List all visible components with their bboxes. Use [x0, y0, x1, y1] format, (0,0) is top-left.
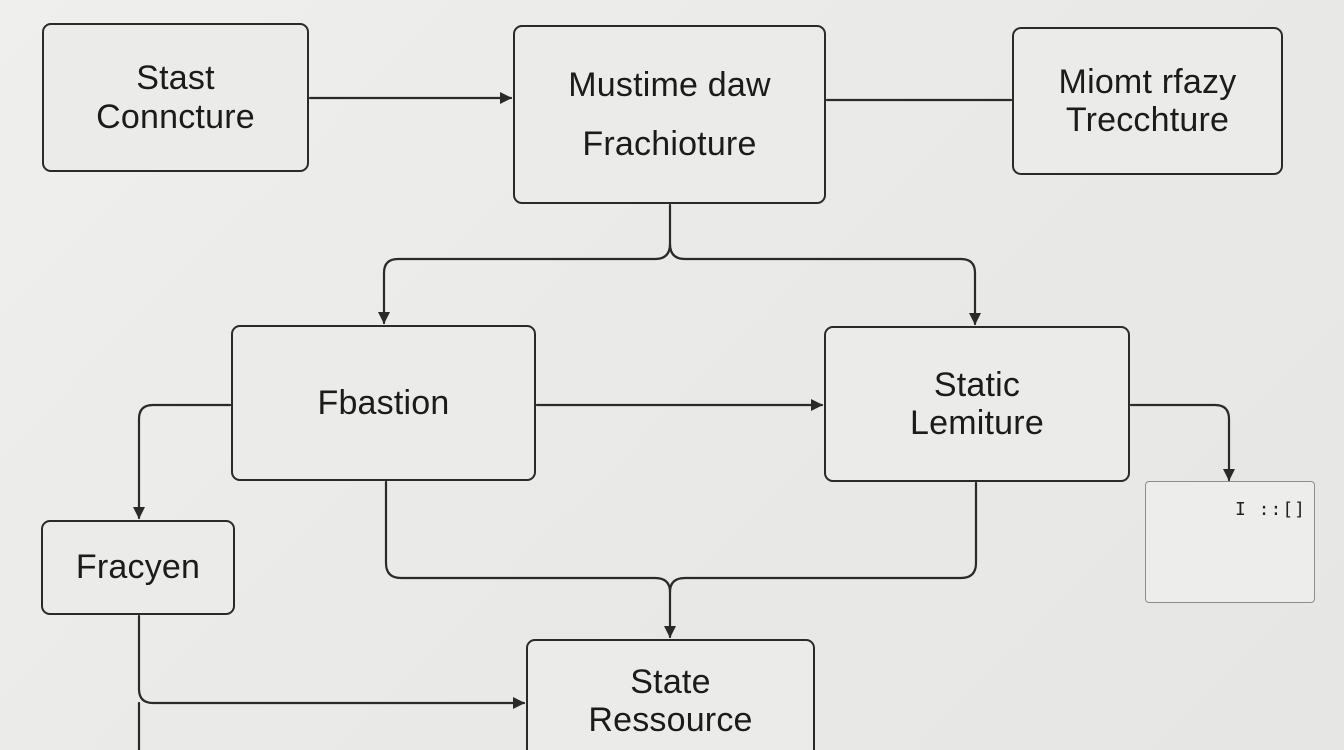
node-mustime-daw: Mustime daw Frachioture	[513, 25, 826, 204]
node-stast-conncture: Stast Conncture	[42, 23, 309, 172]
node-state-ressource: State Ressource	[526, 639, 815, 750]
node-label: Static Lemiture	[910, 365, 1044, 442]
node-fbastion: Fbastion	[231, 325, 536, 481]
node-label: Stast Conncture	[96, 59, 255, 136]
edge-main-to-fbastion	[378, 203, 672, 325]
node-fracyen: Fracyen	[41, 520, 235, 615]
edge-fbastion-to-state	[384, 480, 676, 639]
node-label: Fracyen	[75, 548, 201, 587]
edge-fracyen-to-state	[137, 614, 526, 709]
edge-main-to-static	[668, 242, 981, 326]
node-label: Mustime daw Frachioture	[568, 66, 771, 163]
edge-static-to-small	[1129, 403, 1235, 482]
node-label: State Ressource	[588, 663, 753, 740]
edge-static-to-state	[668, 481, 978, 594]
edge-fbastion-to-fracyen	[133, 403, 232, 520]
node-label: Miomt rfazy Trecchture	[1058, 62, 1237, 139]
small-box-glyphs: I ::[]	[1234, 499, 1306, 520]
node-miomt-rfazy: Miomt rfazy Trecchture	[1012, 27, 1283, 175]
node-label: Fbastion	[317, 383, 450, 422]
node-small-box: I ::[]	[1145, 481, 1315, 603]
node-static-lemiture: Static Lemiture	[824, 326, 1130, 482]
